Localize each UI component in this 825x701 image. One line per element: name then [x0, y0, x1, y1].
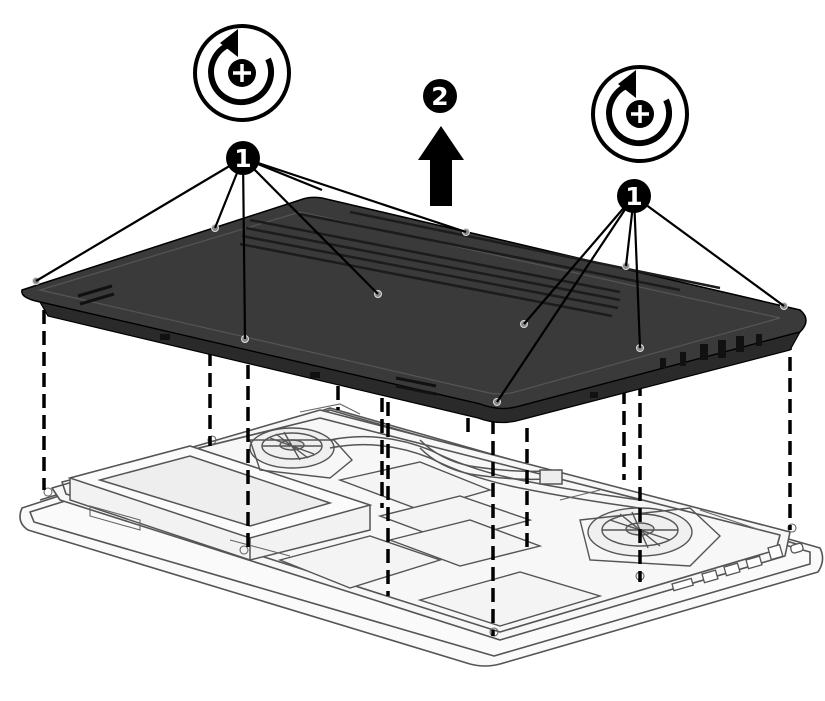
callout-2: 2: [423, 79, 457, 113]
base-details: [43, 403, 797, 637]
counterclockwise-screw-icon: [591, 65, 689, 163]
callout-leaders-right: [496, 195, 785, 403]
callout-1-right: 1: [617, 179, 651, 213]
callout-2-label: 2: [431, 82, 448, 111]
heat-pipe: [329, 435, 641, 509]
counterclockwise-screw-icon: [193, 24, 291, 122]
callout-1-left-label: 1: [234, 144, 251, 173]
arrow-up-icon: [418, 126, 464, 206]
callout-1-right-label: 1: [625, 182, 642, 211]
bottom-cover: [21, 196, 807, 424]
memory-modules: [277, 461, 603, 627]
callout-1-left: 1: [226, 141, 260, 175]
side-ports: [671, 542, 804, 592]
battery: [67, 445, 373, 561]
left-fan: [249, 427, 354, 479]
alignment-guides: [42, 310, 792, 636]
